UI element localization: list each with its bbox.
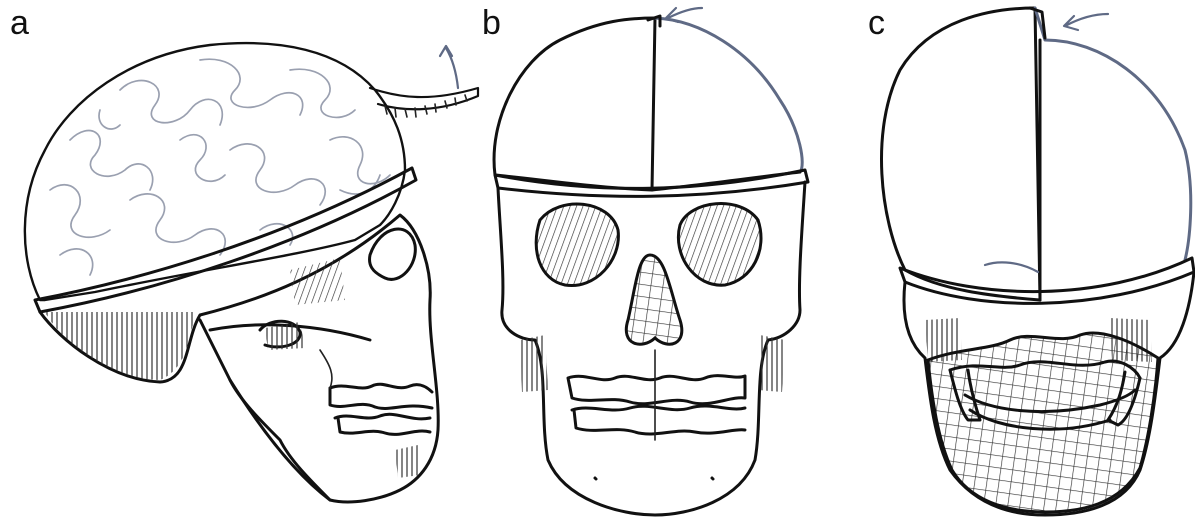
brain-gyri	[50, 59, 390, 275]
occipital-hatch	[45, 312, 195, 380]
flap-arrow-icon	[440, 46, 458, 88]
panel-c-posterior-skull	[881, 8, 1194, 515]
nasal-cavity	[626, 255, 682, 344]
b-arrow-icon	[666, 8, 702, 22]
scalp-flap-fringe	[385, 95, 467, 117]
orbit-lateral	[370, 229, 416, 279]
cranium-right-quarter	[655, 18, 802, 172]
b-right-cheek-hatch	[758, 335, 785, 392]
brain-outline	[25, 43, 405, 300]
right-orbit	[678, 204, 761, 286]
b-upper-teeth	[568, 376, 745, 404]
left-orbit	[536, 204, 618, 286]
panel-b-frontal-skull	[494, 8, 808, 515]
scalp-flap	[370, 88, 478, 109]
panel-a-lateral-skull	[25, 43, 478, 502]
chin-hatch	[395, 445, 420, 478]
c-arrow-icon	[1064, 14, 1108, 30]
b-lower-teeth	[572, 406, 745, 434]
c-cut-band	[900, 258, 1194, 303]
cranium-left-quarter	[494, 18, 655, 190]
lower-teeth	[335, 414, 430, 434]
b-mental-dot-left	[595, 478, 596, 479]
c-cranium-left	[881, 8, 1040, 300]
upper-teeth	[330, 384, 432, 408]
b-mental-dot-right	[712, 478, 713, 479]
temporal-hatch	[290, 258, 345, 305]
cheek-line	[320, 350, 332, 388]
c-blue-curve	[985, 262, 1038, 272]
c-cranium-right	[1035, 8, 1191, 260]
b-left-cheek-hatch	[520, 335, 548, 392]
